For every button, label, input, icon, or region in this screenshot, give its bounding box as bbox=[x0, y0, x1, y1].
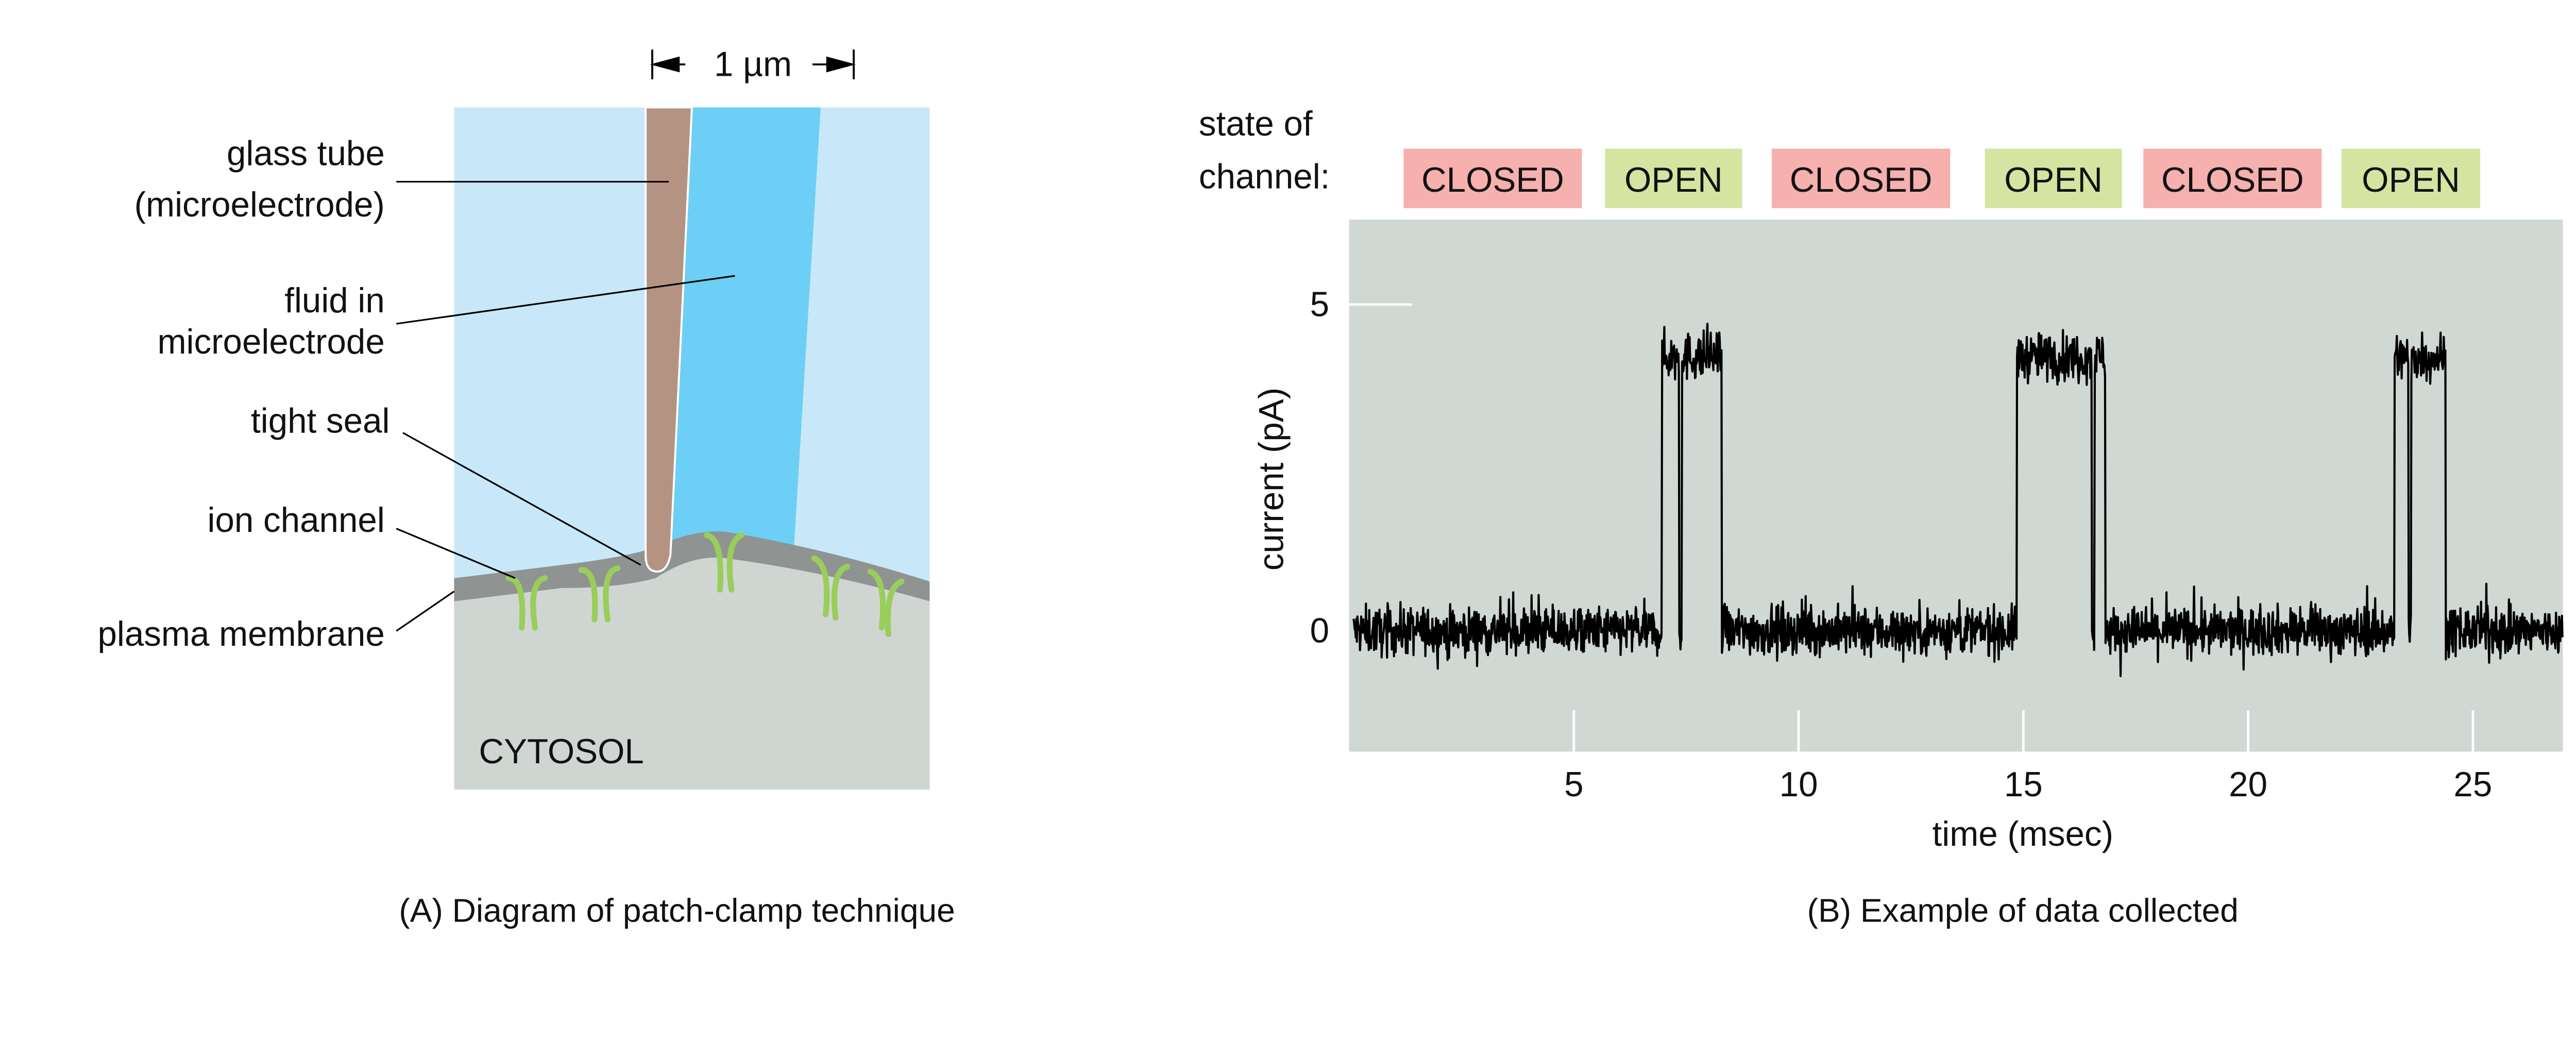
x-axis-label: time (msec) bbox=[1933, 815, 2113, 853]
fluid-label: fluid in bbox=[284, 281, 385, 320]
tight-seal-label: tight seal bbox=[251, 402, 389, 441]
state-box-label: OPEN bbox=[2362, 161, 2460, 199]
plot-area bbox=[1349, 220, 2563, 752]
x-tick-label: 15 bbox=[2004, 765, 2043, 804]
ion-channels bbox=[505, 532, 905, 638]
state-box-closed bbox=[2143, 148, 2322, 208]
panel-a-diagram: 1 µm glass tube (microelectrode) fluid i… bbox=[97, 45, 955, 929]
plasma-membrane-label: plasma membrane bbox=[97, 615, 384, 654]
state-label: state of bbox=[1199, 105, 1313, 143]
leader-lines bbox=[396, 180, 735, 632]
state-box-open bbox=[2341, 148, 2481, 208]
state-label-2: channel: bbox=[1199, 157, 1330, 196]
axes: 5 10 15 20 25 0 5 bbox=[1310, 285, 2493, 804]
x-tick-label: 5 bbox=[1564, 765, 1583, 804]
glass-tube-label: glass tube bbox=[227, 135, 385, 173]
state-box-closed bbox=[1403, 148, 1582, 208]
state-box-closed bbox=[1772, 148, 1951, 208]
state-box-label: CLOSED bbox=[1790, 161, 1933, 199]
cytosol-label: CYTOSOL bbox=[479, 732, 643, 771]
state-box-label: OPEN bbox=[2004, 161, 2103, 199]
microelectrode-fluid bbox=[667, 107, 821, 570]
state-box-label: CLOSED bbox=[1421, 161, 1564, 199]
y-axis-label: current (pA) bbox=[1252, 388, 1291, 571]
y-tick-label: 5 bbox=[1310, 285, 1329, 324]
x-tick-label: 10 bbox=[1780, 765, 1818, 804]
glass-tube bbox=[645, 106, 693, 573]
caption-a: (A) Diagram of patch-clamp technique bbox=[399, 892, 955, 929]
state-box-label: OPEN bbox=[1624, 161, 1723, 199]
state-box-open bbox=[1605, 148, 1742, 208]
caption-b: (B) Example of data collected bbox=[1807, 892, 2239, 929]
glass-tube-sublabel: (microelectrode) bbox=[134, 186, 385, 224]
figure: 1 µm glass tube (microelectrode) fluid i… bbox=[97, 45, 2564, 929]
plasma-membrane bbox=[454, 531, 930, 601]
y-tick-label: 0 bbox=[1310, 611, 1329, 650]
state-box-open bbox=[1985, 148, 2122, 208]
cytosol-region bbox=[454, 541, 930, 790]
fluid-sublabel: microelectrode bbox=[157, 323, 384, 361]
current-trace bbox=[1352, 323, 2564, 677]
state-box-label: CLOSED bbox=[2161, 161, 2304, 199]
x-tick-label: 20 bbox=[2229, 765, 2267, 804]
scale-bar bbox=[650, 49, 856, 79]
x-tick-label: 25 bbox=[2453, 765, 2492, 804]
state-boxes: CLOSED OPEN CLOSED OPEN CLOSED OPEN bbox=[1403, 148, 2481, 208]
ion-channel-label: ion channel bbox=[208, 501, 385, 540]
scale-bar-label: 1 µm bbox=[714, 45, 792, 83]
